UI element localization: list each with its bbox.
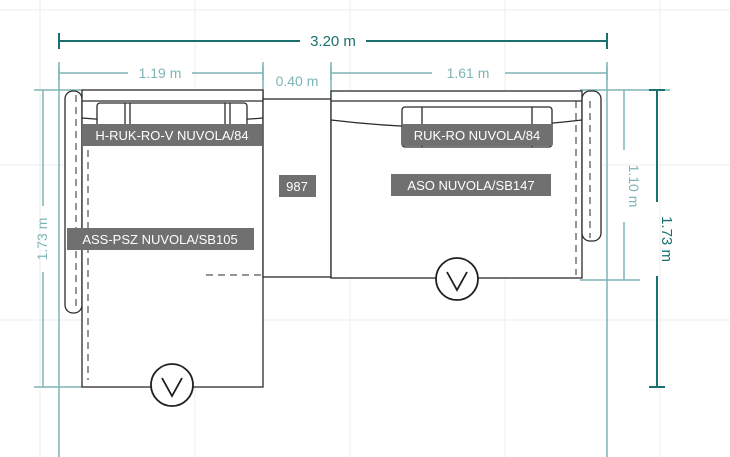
dimension-total-width: 3.20 m (58, 33, 608, 50)
left-width-label: 1.19 m (139, 65, 182, 81)
label-middle-text: 987 (286, 179, 308, 194)
inner-height-label: 1.10 m (626, 165, 642, 208)
right-width-label: 1.61 m (447, 65, 490, 81)
right-armrest (581, 90, 602, 242)
dimension-inner-height: 1.10 m (623, 90, 642, 280)
label-right-back: RUK-RO NUVOLA/84 (402, 124, 552, 146)
label-right-back-text: RUK-RO NUVOLA/84 (414, 128, 540, 143)
label-left-back: H-RUK-RO-V NUVOLA/84 (82, 124, 262, 146)
dimension-left-height: 1.73 m (34, 90, 50, 387)
middle-width-label: 0.40 m (276, 73, 319, 89)
label-middle: 987 (279, 175, 316, 197)
dimension-sub-widths: 1.19 m 0.40 m 1.61 m (58, 65, 608, 89)
label-left-back-text: H-RUK-RO-V NUVOLA/84 (95, 128, 248, 143)
label-right-seat-text: ASO NUVOLA/SB147 (407, 178, 534, 193)
right-seat-direction-icon (435, 257, 479, 301)
left-armrest (64, 90, 83, 314)
right-height-label: 1.73 m (658, 216, 675, 262)
total-width-label: 3.20 m (310, 33, 356, 50)
label-left-seat: ASS-PSZ NUVOLA/SB105 (67, 228, 254, 250)
label-left-seat-text: ASS-PSZ NUVOLA/SB105 (82, 232, 237, 247)
label-right-seat: ASO NUVOLA/SB147 (391, 174, 551, 196)
left-seat-direction-icon (150, 363, 194, 407)
dimension-right-height: 1.73 m (649, 89, 675, 388)
left-height-label: 1.73 m (34, 218, 50, 261)
